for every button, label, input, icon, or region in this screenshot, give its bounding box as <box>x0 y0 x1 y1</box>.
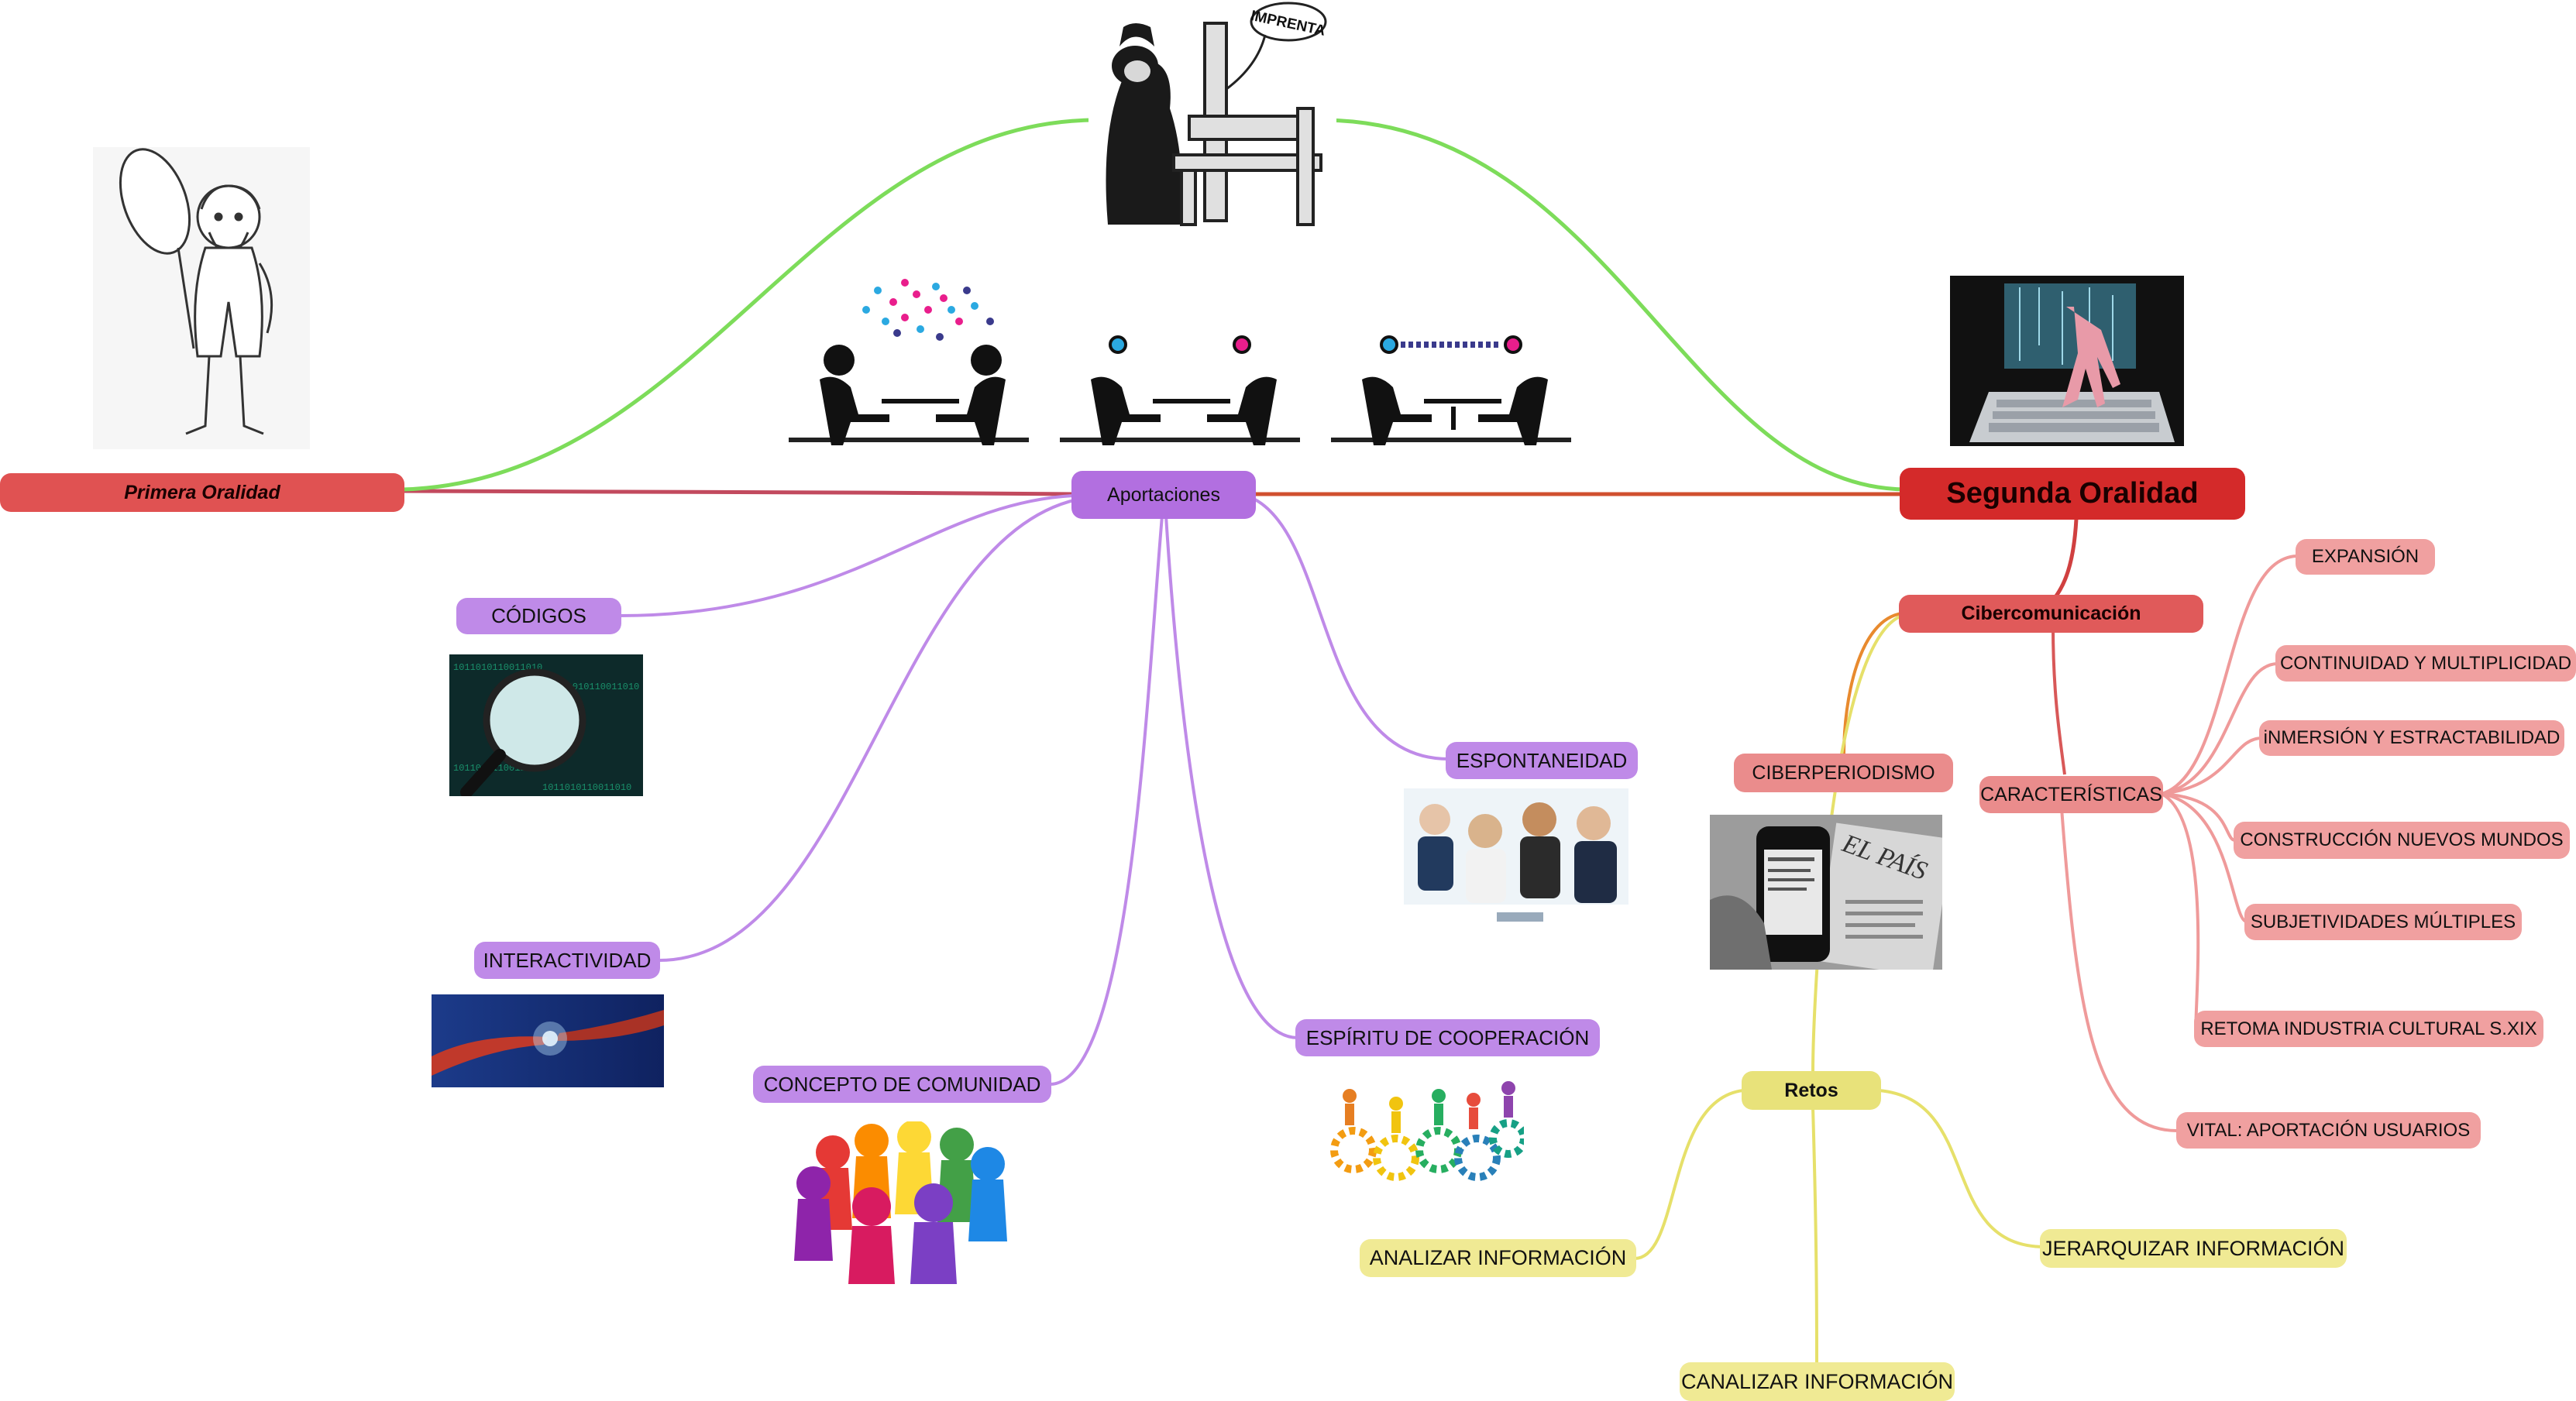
espontaneidad-node[interactable]: ESPONTANEIDAD <box>1446 742 1638 779</box>
continuidad-node[interactable]: CONTINUIDAD Y MULTIPLICIDAD <box>2275 645 2576 682</box>
retoma-node[interactable]: RETOMA INDUSTRIA CULTURAL S.XIX <box>2194 1011 2543 1047</box>
expansion-node[interactable]: EXPANSIÓN <box>2296 539 2435 575</box>
jerarquizar-node[interactable]: JERARQUIZAR INFORMACIÓN <box>2040 1229 2347 1268</box>
conversation-panel-3 <box>1331 335 1571 442</box>
concepto-comunidad-node[interactable]: CONCEPTO DE COMUNIDAD <box>753 1066 1051 1103</box>
construccion-node[interactable]: CONSTRUCCIÓN NUEVOS MUNDOS <box>2234 822 2570 859</box>
link-caract-vital <box>2059 797 2178 1132</box>
analizar-node[interactable]: ANALIZAR INFORMACIÓN <box>1360 1239 1636 1277</box>
link-concepto <box>1049 515 1164 1086</box>
svg-text:1011010110011010: 1011010110011010 <box>453 662 542 673</box>
comunidad-image <box>794 1121 1007 1284</box>
codigos-node[interactable]: CÓDIGOS <box>456 598 621 634</box>
conversation-panel-2 <box>1060 335 1300 442</box>
link-espontaneidad <box>1254 498 1450 761</box>
primera-oralidad-node[interactable]: Primera Oralidad <box>0 473 404 512</box>
retos-links <box>1634 1089 2046 1364</box>
cibercomunicacion-node[interactable]: Cibercomunicación <box>1899 595 2203 633</box>
ciberperiodismo-node[interactable]: CIBERPERIODISMO <box>1734 754 1953 792</box>
aportaciones-node[interactable]: Aportaciones <box>1071 471 1256 519</box>
cooperacion-image <box>1330 1081 1524 1181</box>
link-ciber-caract <box>2052 627 2066 775</box>
interactividad-node[interactable]: INTERACTIVIDAD <box>474 942 660 979</box>
cyber-keyboard-image <box>1950 276 2184 446</box>
link-green-arc <box>402 118 1907 492</box>
link-codigos <box>619 494 1074 617</box>
imprenta-image: IMPRENTA <box>1089 0 1336 236</box>
conversation-panel-1 <box>789 279 1029 442</box>
retos-node[interactable]: Retos <box>1742 1071 1881 1110</box>
svg-text:1011010110011010: 1011010110011010 <box>542 782 631 793</box>
interactividad-image <box>432 994 664 1087</box>
espiritu-cooperacion-node[interactable]: ESPÍRITU DE COOPERACIÓN <box>1295 1019 1600 1056</box>
caracteristicas-node[interactable]: CARACTERÍSTICAS <box>1979 776 2163 813</box>
codigos-image: 1011010110011010 1011010110011010 101101… <box>449 654 643 796</box>
canalizar-node[interactable]: CANALIZAR INFORMACIÓN <box>1680 1362 1955 1401</box>
caracteristicas-links <box>2161 555 2298 1030</box>
link-espiritu <box>1164 515 1298 1039</box>
link-primera-aportaciones <box>402 489 1078 496</box>
vital-node[interactable]: VITAL: APORTACIÓN USUARIOS <box>2176 1112 2481 1149</box>
caveman-image <box>93 147 310 449</box>
subjetividades-node[interactable]: SUBJETIVIDADES MÚLTIPLES <box>2244 904 2522 940</box>
conversation-icons <box>789 279 1571 445</box>
segunda-oralidad-node[interactable]: Segunda Oralidad <box>1900 468 2245 520</box>
espontaneidad-image <box>1404 788 1628 947</box>
link-ciber-periodismo <box>1842 612 1903 756</box>
ciberperiodismo-image: EL PAÍS <box>1710 815 1942 970</box>
inmersion-node[interactable]: iNMERSIÓN Y ESTRACTABILIDAD <box>2259 720 2564 756</box>
link-interactividad <box>658 498 1078 962</box>
